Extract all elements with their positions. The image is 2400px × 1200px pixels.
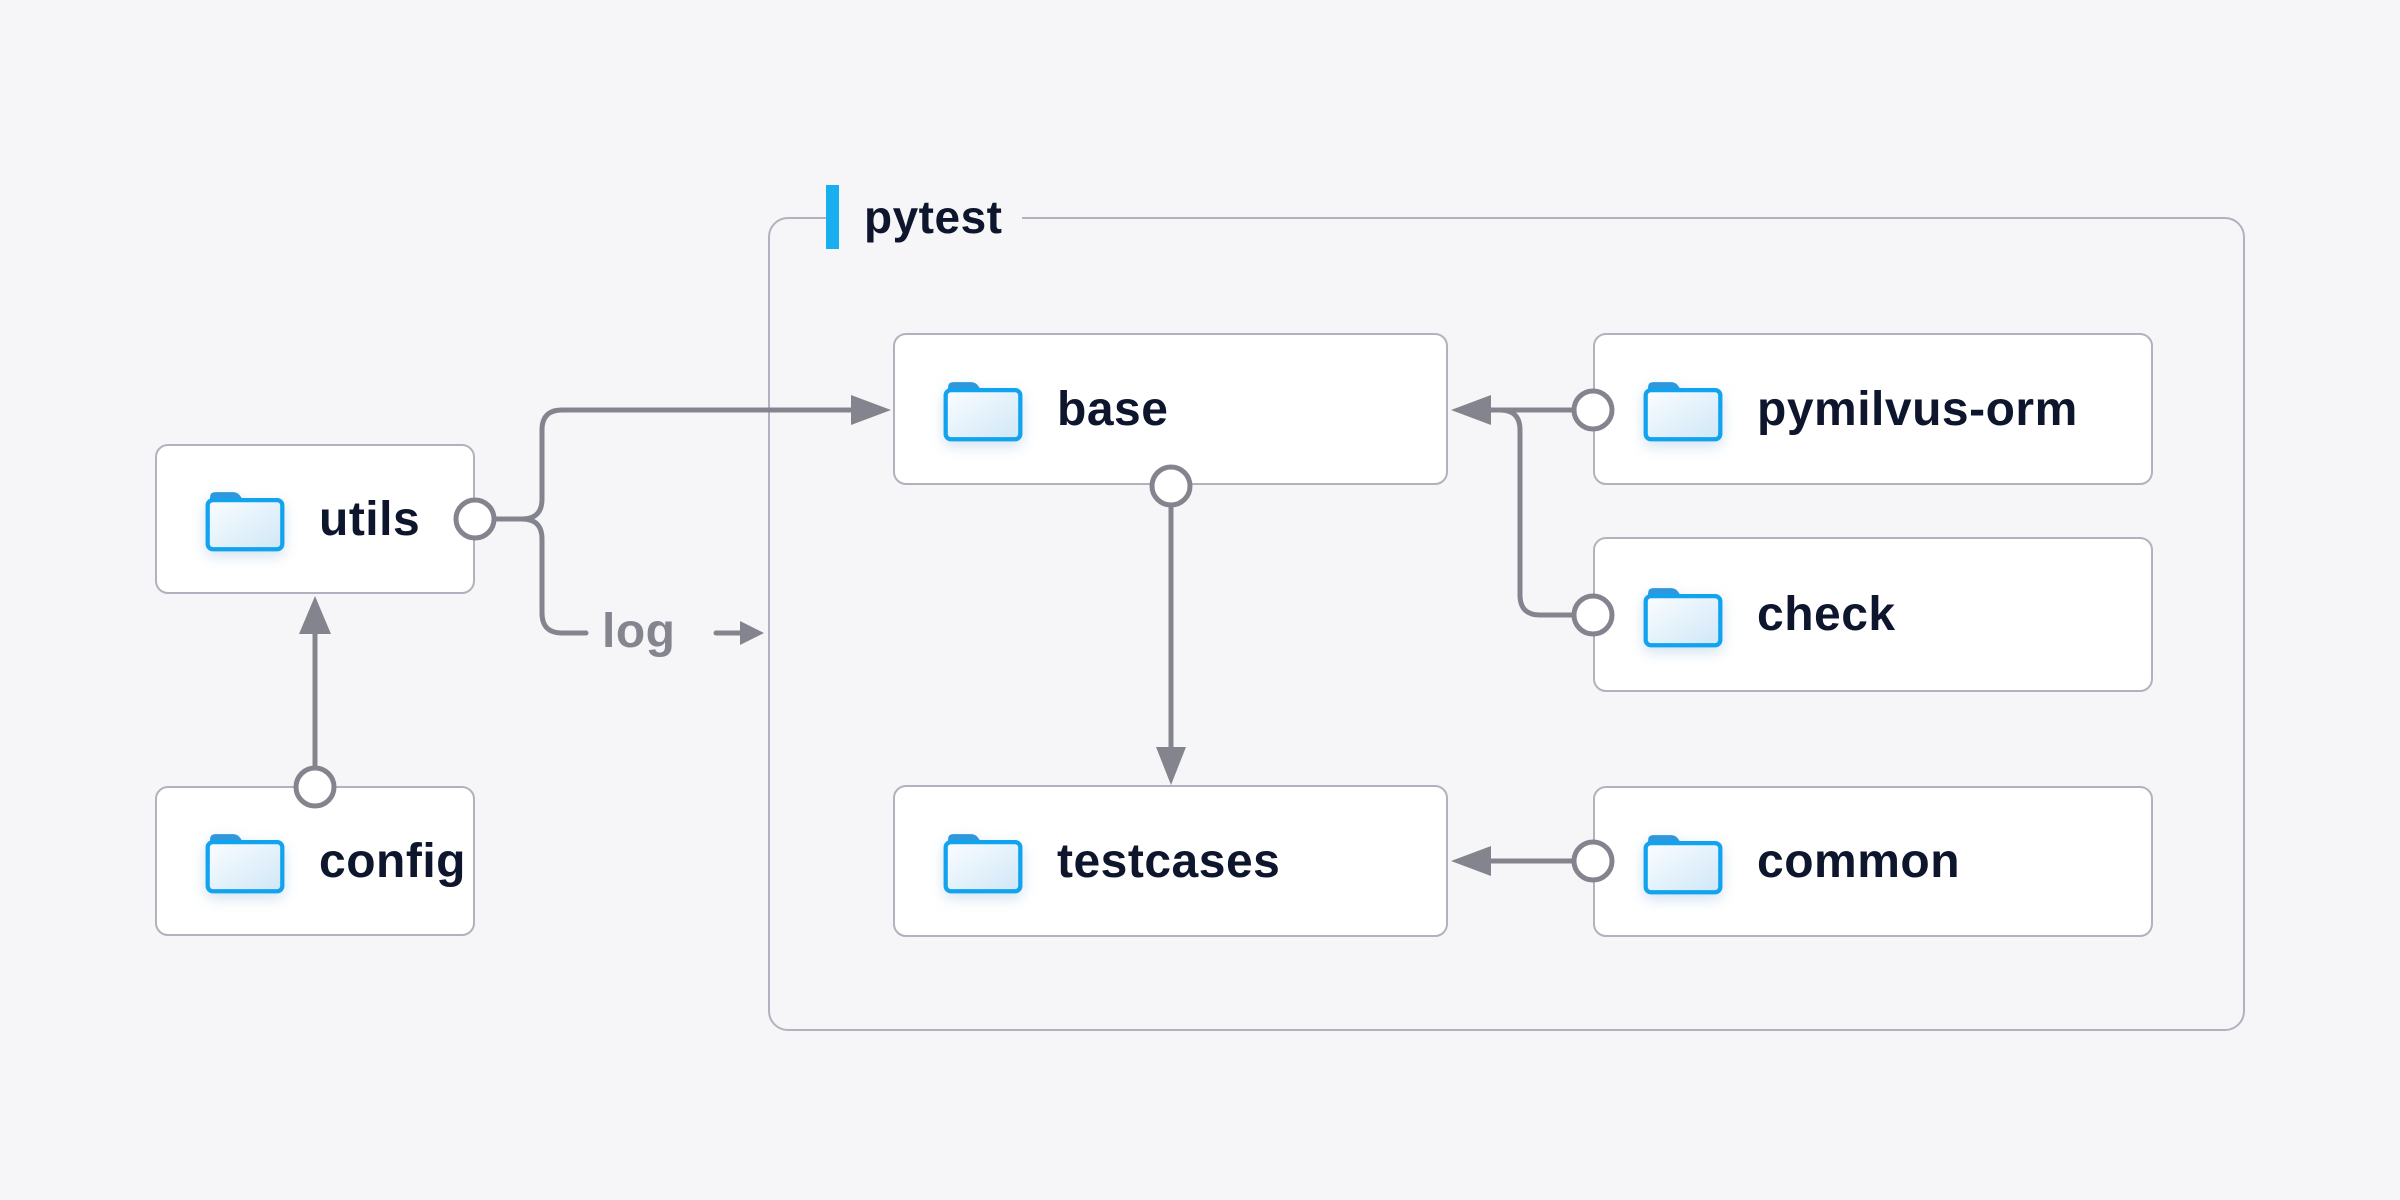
node-label: check — [1757, 588, 1896, 641]
folder-icon — [941, 827, 1025, 895]
folder-icon — [203, 827, 287, 895]
folder-icon — [203, 485, 287, 553]
node-common: common — [1593, 786, 2153, 937]
edge-utils-log — [519, 516, 589, 636]
pytest-group-legend: pytest — [826, 185, 1023, 249]
node-label: pymilvus-orm — [1757, 382, 2078, 436]
node-label: common — [1757, 835, 1961, 888]
folder-icon — [1641, 828, 1725, 896]
node-config: config — [155, 786, 475, 936]
node-label: testcases — [1057, 834, 1281, 888]
arrowhead-log — [740, 621, 764, 645]
arrowhead-into-utils — [299, 596, 331, 634]
node-utils: utils — [155, 444, 475, 594]
node-testcases: testcases — [893, 785, 1448, 937]
node-base: base — [893, 333, 1448, 485]
group-title: pytest — [864, 191, 1003, 243]
node-label: utils — [319, 492, 421, 546]
folder-icon — [1641, 581, 1725, 649]
pytest-group-container: pytest — [768, 185, 2245, 1031]
folder-icon — [1641, 375, 1725, 443]
node-label: config — [319, 834, 466, 888]
folder-icon — [941, 375, 1025, 443]
node-label: base — [1057, 382, 1169, 436]
edge-label-log: log — [602, 605, 676, 658]
node-pymilvus-orm: pymilvus-orm — [1593, 333, 2153, 485]
node-check: check — [1593, 537, 2153, 692]
accent-bar — [826, 185, 839, 249]
